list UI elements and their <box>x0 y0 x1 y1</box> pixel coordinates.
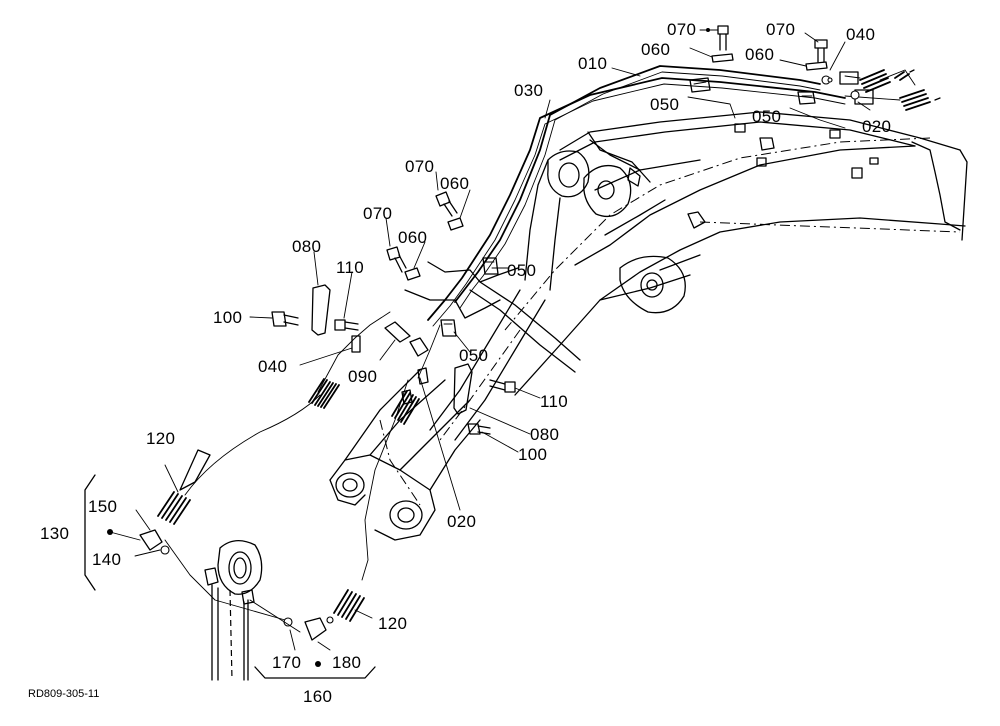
label-020-a: 020 <box>862 117 891 136</box>
boom-foot-bracket <box>329 369 481 541</box>
label-060-d: 060 <box>398 228 427 247</box>
hose-right-lower <box>361 324 441 581</box>
callout-dot-160 <box>315 661 321 667</box>
label-050-d: 050 <box>459 346 488 365</box>
washers-060 <box>404 53 828 281</box>
group-bracket-160 <box>254 666 376 679</box>
callout-dot-070a <box>706 28 710 32</box>
label-040-a: 040 <box>846 25 875 44</box>
brackets-080 <box>311 284 473 415</box>
label-130: 130 <box>40 524 69 543</box>
label-070-a: 070 <box>667 20 696 39</box>
label-050-b: 050 <box>752 107 781 126</box>
label-030: 030 <box>514 81 543 100</box>
label-100-a: 100 <box>213 308 242 327</box>
pipe-010 <box>454 65 821 309</box>
label-070-b: 070 <box>766 20 795 39</box>
top-hose-ends <box>821 69 941 105</box>
label-080-a: 080 <box>292 237 321 256</box>
label-050-c: 050 <box>507 261 536 280</box>
part-labels: 070 070 060 060 040 010 030 050 050 020 … <box>40 20 891 706</box>
label-090: 090 <box>348 367 377 386</box>
cylinder-bottom <box>204 540 263 681</box>
label-010: 010 <box>578 54 607 73</box>
label-110-b: 110 <box>540 392 568 411</box>
bolts-110 <box>334 319 516 393</box>
label-060-b: 060 <box>745 45 774 64</box>
group-bracket-130 <box>84 474 96 591</box>
label-160: 160 <box>303 687 332 706</box>
label-120-a: 120 <box>146 429 175 448</box>
label-040-b: 040 <box>258 357 287 376</box>
hose-left-upper <box>179 311 391 496</box>
drawing-code: RD809-305-11 <box>28 688 99 700</box>
label-170: 170 <box>272 653 301 672</box>
label-140: 140 <box>92 550 121 569</box>
clamps-050 <box>440 77 816 337</box>
label-070-c: 070 <box>405 157 434 176</box>
label-110-a: 110 <box>336 258 364 277</box>
label-080-b: 080 <box>530 425 559 444</box>
label-100-b: 100 <box>518 445 547 464</box>
label-180: 180 <box>332 653 361 672</box>
leader-lines <box>109 29 916 651</box>
label-060-c: 060 <box>440 174 469 193</box>
bolts-070 <box>386 25 828 273</box>
label-060-a: 060 <box>641 40 670 59</box>
pipe-break <box>404 261 581 373</box>
plate-090 <box>384 321 429 357</box>
callout-dot-130 <box>107 529 113 535</box>
elbow-fittings <box>139 529 334 641</box>
label-070-d: 070 <box>363 204 392 223</box>
label-050-a: 050 <box>650 95 679 114</box>
label-020-b: 020 <box>447 512 476 531</box>
hose-spring-guards <box>157 69 931 622</box>
hose-left-to-150 <box>164 539 286 621</box>
pipe-030 <box>427 77 846 327</box>
boom-assembly <box>429 111 968 441</box>
bolts-100 <box>271 311 491 435</box>
label-150: 150 <box>88 497 117 516</box>
fittings-020-040 <box>351 335 429 405</box>
label-120-b: 120 <box>378 614 407 633</box>
